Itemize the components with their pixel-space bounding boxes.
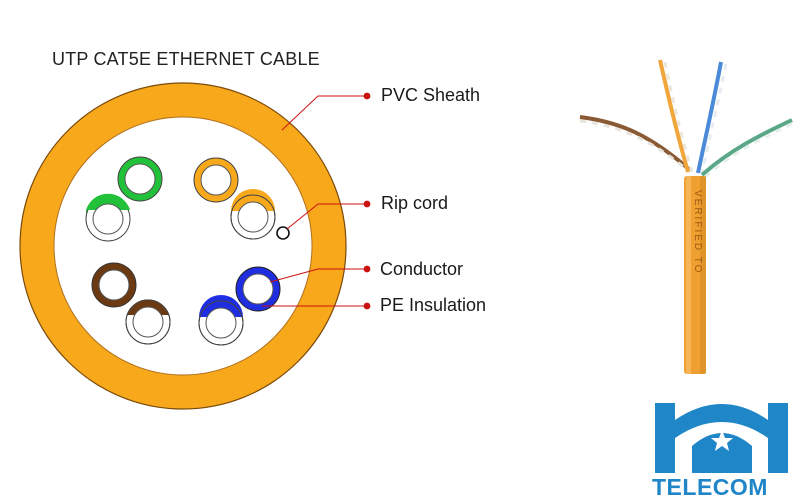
cable-core (53, 116, 313, 376)
blue-twisted-pair (696, 61, 728, 174)
leader-pvc-sheath (281, 95, 366, 131)
signal-bars-icon (678, 450, 691, 466)
diagram-title: UTP CAT5E ETHERNET CABLE (52, 49, 320, 69)
star-icon (711, 430, 733, 451)
orange-white-conductor (230, 189, 276, 240)
green-conductor (117, 156, 163, 202)
orange-twisted-pair (658, 59, 694, 173)
label-pvc-sheath: PVC Sheath (381, 85, 481, 105)
blue-white-conductor (198, 295, 244, 346)
blue-conductor (235, 266, 281, 312)
green-twisted-pair (700, 118, 793, 180)
brown-twisted-pair (579, 115, 692, 174)
brand-name: TELECOM (652, 474, 768, 500)
rip-cord (276, 226, 290, 240)
callout-dots (363, 92, 371, 310)
cable-photo: VERIFIED TO (579, 59, 793, 374)
callout-leaders (262, 95, 366, 307)
cable-jacket-text: VERIFIED TO (692, 190, 703, 274)
brand-logo (655, 403, 788, 473)
label-rip-cord: Rip cord (381, 193, 449, 213)
dot-conductor (363, 265, 371, 273)
orange-conductor (193, 157, 239, 203)
dot-pe-insulation (363, 302, 371, 310)
leader-rip-cord (286, 203, 366, 230)
brown-conductor (91, 262, 137, 308)
cable-cross-section (19, 82, 347, 410)
dot-pvc-sheath (363, 92, 371, 100)
dot-rip-cord (363, 200, 371, 208)
label-pe-insulation: PE Insulation (380, 295, 487, 315)
brown-white-conductor (125, 299, 171, 345)
green-white-conductor (85, 193, 131, 242)
label-conductor: Conductor (380, 259, 464, 279)
brown-pair (91, 262, 171, 345)
orange-pair (193, 157, 276, 240)
leader-conductor (269, 268, 366, 283)
blue-pair (198, 266, 281, 346)
green-pair (85, 156, 163, 242)
